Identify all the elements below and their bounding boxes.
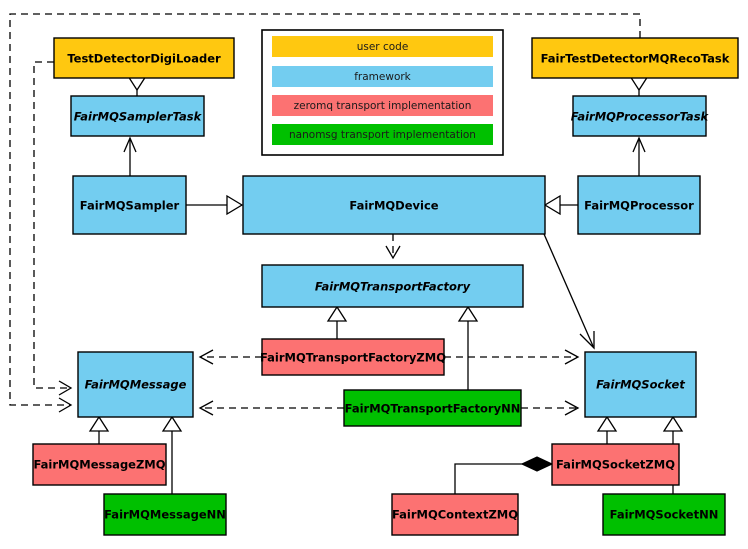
triangle-messagezmq-to-message [88,415,110,432]
legend-swatch-user-code [272,36,493,57]
node-box-fairmq-sampler-task[interactable] [70,95,205,137]
node-box-fairmq-socket[interactable] [584,351,697,418]
triangle-socketzmq-to-socket [596,415,618,432]
node-box-fairmq-message[interactable] [77,351,194,418]
node-box-fairmq-message-zmq[interactable] [32,443,167,486]
node-box-fair-test-detector-mq-reco-task[interactable] [531,37,739,79]
arrowhead-device-to-socket [579,331,595,350]
arrowhead-tfnn-to-socket [564,400,580,416]
node-fairmq-context-zmq[interactable]: FairMQContextZMQ [391,493,519,536]
triangle-processor-to-device [543,194,561,216]
legend-swatch-framework [272,66,493,87]
triangle-sampler-to-device [226,194,244,216]
node-fairmq-device[interactable]: FairMQDevice [242,175,546,235]
node-box-fairmq-message-nn[interactable] [103,493,227,536]
arrowhead-processor-to-processortask [632,136,646,153]
node-box-fairmq-socket-zmq[interactable] [551,443,680,486]
legend-swatch-zeromq [272,95,493,116]
node-fairmq-message[interactable]: FairMQMessage [77,351,194,418]
legend: user code framework zeromq transport imp… [261,29,504,156]
edge-contextzmq-to-socketzmq [454,463,537,494]
node-fairmq-transport-factory-zmq[interactable]: FairMQTransportFactoryZMQ [260,338,446,376]
node-box-fairmq-processor-task[interactable] [572,95,707,137]
node-fairmq-processor[interactable]: FairMQProcessor [577,175,701,235]
node-box-test-detector-digi-loader[interactable] [53,37,235,79]
arrowhead-device-to-transportfactory [385,245,401,260]
arrowhead-recotask-to-message [58,397,73,413]
node-box-fairmq-context-zmq[interactable] [391,493,519,536]
triangle-socketnn-to-socket [662,415,684,432]
legend-item-zeromq: zeromq transport implementation [272,95,493,116]
node-fairmq-message-nn[interactable]: FairMQMessageNN [103,493,227,536]
diamond-contextzmq-to-socketzmq [520,456,554,472]
node-box-fairmq-transport-factory-nn[interactable] [343,389,522,427]
edge-device-to-socket [543,233,594,347]
edge-digiloader-to-message [33,61,70,389]
arrowhead-tfzmq-to-socket [564,349,580,365]
arrowhead-digiloader-to-message [58,380,73,396]
node-fairmq-sampler-task[interactable]: FairMQSamplerTask [70,95,205,137]
node-box-fairmq-device[interactable] [242,175,546,235]
node-box-fairmq-processor[interactable] [577,175,701,235]
triangle-tfzmq-to-tf [326,305,348,322]
arrowhead-sampler-to-samplertask [123,136,137,153]
triangle-messagenn-to-message [161,415,183,432]
node-fairmq-socket[interactable]: FairMQSocket [584,351,697,418]
node-test-detector-digi-loader[interactable]: TestDetectorDigiLoader [53,37,235,79]
node-fairmq-transport-factory[interactable]: FairMQTransportFactory [261,264,524,308]
node-fairmq-message-zmq[interactable]: FairMQMessageZMQ [32,443,167,486]
arrowhead-tfnn-to-message [198,400,214,416]
edge-layer [9,13,684,494]
edge-recotask-to-message [9,13,641,406]
triangle-tfnn-to-tf [457,305,479,322]
node-fairmq-socket-nn[interactable]: FairMQSocketNN [602,493,726,536]
legend-swatch-nanomsg [272,124,493,145]
legend-item-framework: framework [272,66,493,87]
node-box-fairmq-sampler[interactable] [72,175,187,235]
node-fair-test-detector-mq-reco-task[interactable]: FairTestDetectorMQRecoTask [531,37,739,79]
node-fairmq-sampler[interactable]: FairMQSampler [72,175,187,235]
node-box-fairmq-transport-factory[interactable] [261,264,524,308]
legend-item-nanomsg: nanomsg transport implementation [272,124,493,145]
node-box-fairmq-socket-nn[interactable] [602,493,726,536]
node-box-fairmq-transport-factory-zmq[interactable] [261,338,445,376]
legend-item-user-code: user code [272,36,493,57]
node-fairmq-socket-zmq[interactable]: FairMQSocketZMQ [551,443,680,486]
arrowhead-tfzmq-to-message [198,349,214,365]
node-fairmq-transport-factory-nn[interactable]: FairMQTransportFactoryNN [343,389,522,427]
node-fairmq-processor-task[interactable]: FairMQProcessorTask [571,95,710,137]
